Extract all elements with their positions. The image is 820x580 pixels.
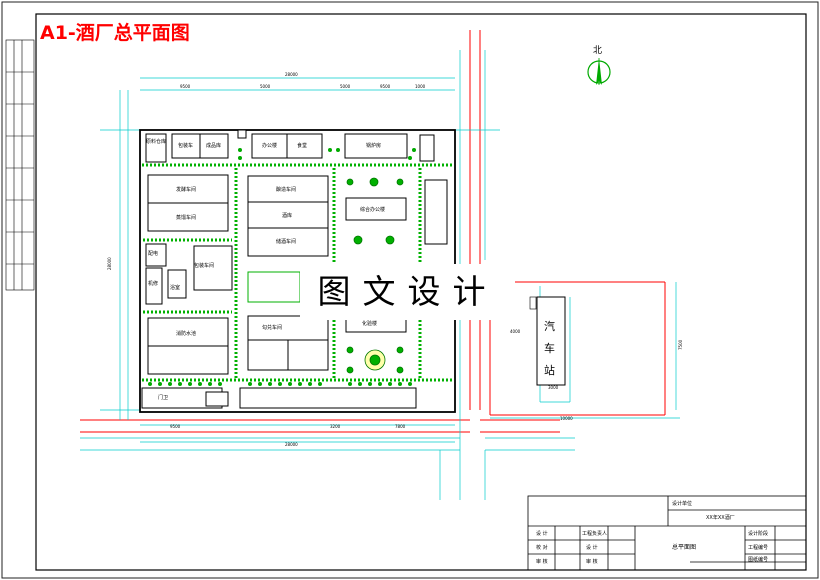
tb-row-left-1: 设 计 (536, 531, 548, 537)
tb-row-right-3: 图纸编号 (748, 557, 769, 563)
tb-client: XX年XX酒厂 (706, 515, 735, 521)
north-arrow-icon (587, 58, 611, 85)
center-block-buildings (247, 175, 329, 371)
svg-text:7500: 7500 (678, 339, 683, 350)
left-block-buildings (145, 174, 233, 375)
dimension-text: 28000 9500 5000 5000 9500 1000 28000 950… (107, 72, 683, 447)
label-finished-goods: 成品库 (206, 143, 222, 149)
label-guard: 门卫 (158, 395, 169, 401)
svg-text:1000: 1000 (415, 84, 426, 89)
bus-station-label-1: 汽 (544, 320, 555, 333)
dimension-lines (80, 50, 680, 500)
label-fermentation-1: 发酵车间 (176, 187, 197, 193)
bus-station (529, 296, 566, 386)
title-block-frame (527, 495, 807, 571)
drawing-title: A1-酒厂总平面图 (40, 22, 190, 44)
label-general-office: 综合办公楼 (360, 207, 386, 213)
svg-text:5000: 5000 (260, 84, 271, 89)
svg-text:3000: 3000 (548, 385, 559, 390)
tb-row-mid-3: 审 核 (586, 559, 598, 565)
tb-drawing-name: 总平面图 (672, 544, 697, 551)
label-canteen: 食堂 (297, 143, 308, 149)
watermark-box: 图文设计 (300, 264, 515, 320)
label-repair: 机修 (148, 281, 159, 287)
north-label: 北 (593, 46, 603, 56)
svg-text:28000: 28000 (107, 257, 112, 270)
label-bathroom: 浴室 (170, 285, 181, 291)
svg-text:28000: 28000 (285, 72, 298, 77)
svg-text:5000: 5000 (340, 84, 351, 89)
svg-text:10000: 10000 (560, 416, 573, 421)
svg-text:9500: 9500 (180, 84, 191, 89)
top-row-buildings (145, 129, 435, 163)
label-power: 配电 (148, 251, 159, 257)
svg-text:9500: 9500 (380, 84, 391, 89)
drawing-frame-inner (35, 13, 807, 571)
label-wine-store: 酒库 (282, 213, 293, 219)
label-office: 办公楼 (262, 143, 278, 149)
label-boiler: 锅炉房 (366, 143, 382, 149)
label-packaging-workshop: 包装车间 (194, 263, 215, 269)
watermark-text: 图文设计 (317, 272, 498, 311)
tb-row-right-2: 工程编号 (748, 545, 769, 551)
label-brewing: 酿造车间 (276, 187, 297, 193)
label-storage: 储酒车间 (276, 239, 297, 245)
svg-text:3200: 3200 (330, 424, 341, 429)
label-distillation-1: 蒸馏车间 (176, 215, 197, 221)
svg-text:28000: 28000 (285, 442, 298, 447)
svg-text:7800: 7800 (395, 424, 406, 429)
binding-strip (5, 39, 35, 291)
landscape (346, 177, 404, 374)
roads (80, 30, 666, 433)
label-lab: 化验楼 (362, 321, 378, 327)
tb-row-left-3: 审 核 (536, 559, 548, 565)
bus-station-label-2: 车 (544, 342, 555, 355)
bus-station-label-3: 站 (544, 364, 555, 377)
label-blending: 勾兑车间 (262, 325, 283, 331)
tb-project: 设计单位 (672, 501, 693, 507)
label-packaging: 包装车 (178, 143, 194, 149)
tb-row-mid-1: 工程负责人 (582, 531, 608, 537)
tree-dots (148, 148, 416, 386)
tb-row-mid-2: 设 计 (586, 545, 598, 551)
label-raw-warehouse: 原料仓库 (146, 139, 167, 145)
tb-row-left-2: 校 对 (536, 545, 548, 551)
tb-row-right-1: 设计阶段 (748, 531, 769, 537)
svg-text:4000: 4000 (510, 329, 521, 334)
svg-text:9500: 9500 (170, 424, 181, 429)
label-fire-pool: 消防水池 (176, 331, 197, 337)
